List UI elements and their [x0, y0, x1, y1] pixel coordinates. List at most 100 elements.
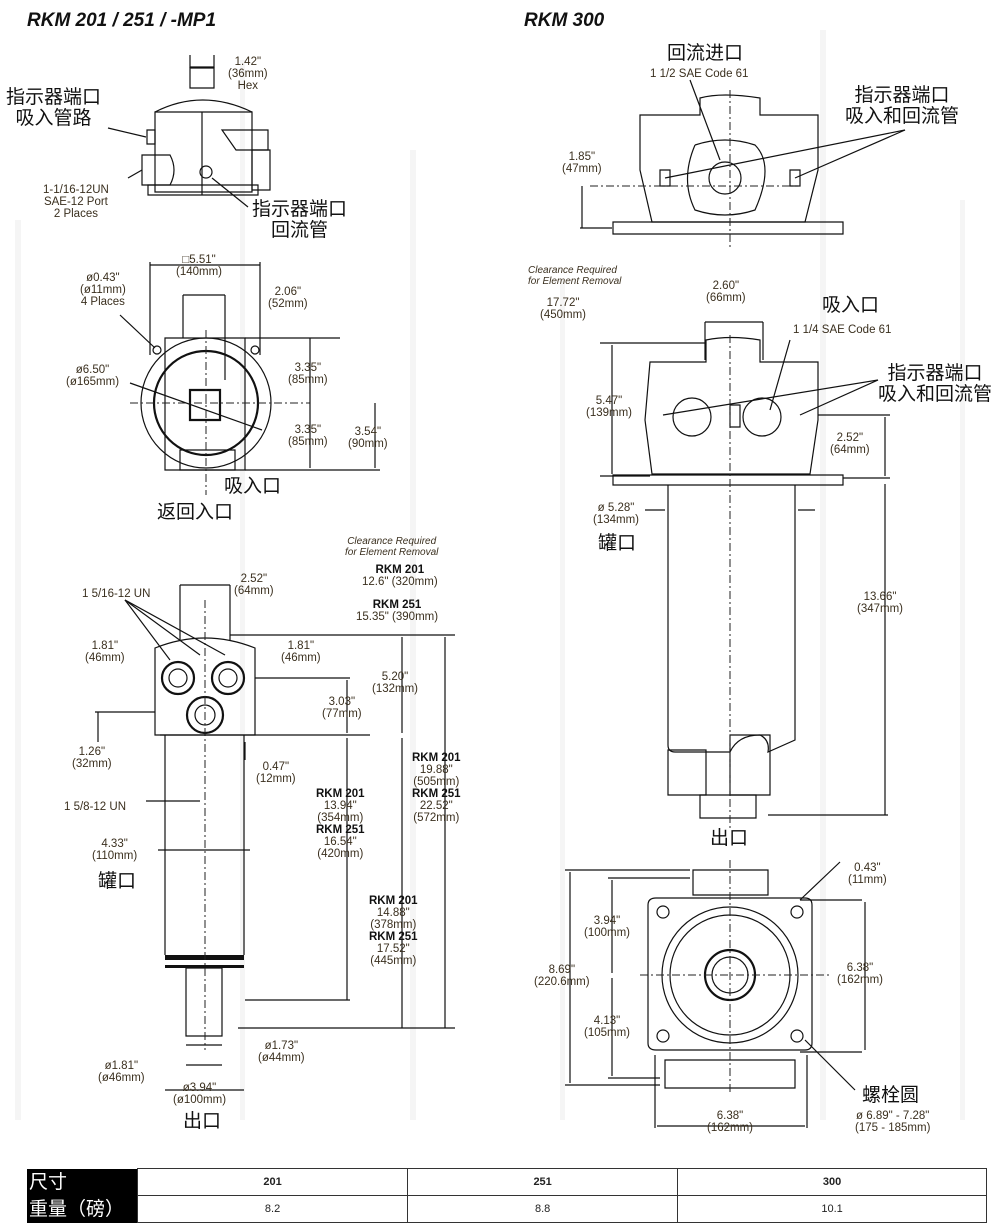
header-weight: 重量（磅）: [27, 1195, 138, 1223]
w260-inch: 2.60": [712, 280, 740, 292]
port-note: 1-1/16-12UN SAE-12 Port 2 Places: [43, 184, 109, 220]
outlet-label-right: 出口: [710, 828, 749, 849]
hex-dimension: 1.42" (36mm) Hex: [228, 56, 268, 92]
indicator-label-side: 指示器端口 吸入和回流管: [878, 363, 993, 406]
h869-inch: 8.69": [548, 964, 576, 976]
len-mm: (378mm): [370, 919, 417, 932]
len-mm: (572mm): [413, 812, 460, 825]
tube-diameter: ø3.94" (ø100mm): [173, 1082, 226, 1106]
clearance-dimension-right: 17.72" (450mm): [540, 297, 586, 321]
h413-inch: 4.13": [593, 1015, 621, 1027]
size-cell: 300: [677, 1168, 987, 1196]
h638-mm: (162mm): [837, 974, 884, 987]
return-inlet-label-right: 回流进口: [667, 43, 744, 64]
h394-mm: (100mm): [584, 927, 631, 940]
clearance-value: 15.35" (390mm): [356, 611, 439, 624]
model-label: RKM 201: [316, 788, 365, 800]
head-height-dimension: 5.20" (132mm): [372, 671, 418, 695]
outlet-label-left: 出口: [183, 1111, 222, 1132]
right-dimension: 3.54" (90mm): [348, 426, 388, 450]
return-inlet-label: 返回入口: [157, 502, 234, 523]
d528-mm: (134mm): [593, 514, 640, 527]
h520-inch: 5.20": [381, 671, 409, 683]
upper-inch: 3.35": [294, 362, 322, 374]
square-inch: □5.51": [182, 254, 216, 266]
port-spacing-dimension: 2.60" (66mm): [706, 280, 746, 304]
h303-mm: (77mm): [322, 708, 362, 721]
hole-mm: (11mm): [848, 874, 887, 887]
spacing-dimension: 2.52" (64mm): [234, 573, 274, 597]
clearance-mm: (450mm): [540, 309, 587, 322]
table-row-weight: 重量（磅） 8.2 8.8 10.1: [27, 1195, 987, 1223]
h185-mm: (47mm): [562, 163, 602, 176]
offset-mm: (46mm): [281, 652, 321, 665]
clearance-note-line2: for Element Removal: [345, 546, 439, 558]
w260-mm: (66mm): [706, 292, 746, 305]
h303-inch: 3.03": [328, 696, 356, 708]
len-inch: 19.88": [419, 764, 453, 777]
h126-mm: (32mm): [72, 758, 112, 771]
d394-inch: ø3.94": [182, 1082, 217, 1094]
tank-port-label: 罐口: [98, 871, 137, 892]
d181-mm: (ø46mm): [98, 1072, 145, 1085]
port-height-dimension-right: 1.85" (47mm): [562, 151, 602, 175]
left-plan-view-drawing: [120, 262, 380, 495]
square-mm: (140mm): [176, 266, 223, 279]
w638-inch: 6.38": [716, 1110, 744, 1122]
model-label: RKM 201: [412, 752, 461, 764]
return-line-text: 回流管: [271, 219, 329, 241]
body-diameter-dimension: ø6.50" (ø165mm): [66, 364, 119, 388]
h547-inch: 5.47": [595, 395, 623, 407]
lower-plan-dimension: 4.13" (105mm): [584, 1015, 630, 1039]
clearance-201: RKM 201 12.6" (320mm): [362, 564, 438, 588]
flange-height-plan: 6.38" (162mm): [837, 962, 883, 986]
upper-plan-dimension: 3.94" (100mm): [584, 915, 630, 939]
indicator-port-text: 指示器端口: [6, 87, 102, 108]
h252-inch: 2.52": [836, 432, 864, 444]
indicator-suction-label: 指示器端口 吸入管路: [6, 87, 102, 130]
model-label: RKM 251: [369, 931, 418, 944]
left-top-view-drawing: [108, 55, 270, 207]
head-height-dimension-right: 5.47" (139mm): [586, 395, 632, 419]
suction-return-text: 吸入和回流管: [878, 383, 993, 405]
outlet-inner-diameter: ø1.73" (ø44mm): [258, 1040, 305, 1064]
weight-table: 尺寸 201 251 300 重量（磅） 8.2 8.8 10.1: [27, 1168, 987, 1223]
model-label: RKM 201: [375, 564, 425, 576]
h413-mm: (105mm): [584, 1027, 631, 1040]
upper-mm: (85mm): [288, 374, 328, 387]
left-port-offset: 1.81" (46mm): [85, 640, 125, 664]
clearance-note: Clearance Required for Element Removal: [345, 536, 439, 558]
hex-inch: 1.42": [234, 56, 262, 68]
offset-inch: 1.81": [91, 640, 119, 652]
tank-diameter-dimension: ø 5.28" (134mm): [593, 502, 639, 526]
lower-mm: (85mm): [288, 436, 328, 449]
len-mm: (420mm): [317, 848, 364, 861]
hole-count: 4 Places: [80, 296, 125, 309]
h869-mm: (220.6mm): [534, 976, 590, 989]
clearance-note-line1: Clearance Required: [347, 536, 437, 547]
tank-width-mm: (110mm): [92, 850, 138, 863]
w638-mm: (162mm): [707, 1122, 754, 1135]
len-inch: 17.52": [376, 943, 410, 956]
h394-inch: 3.94": [593, 915, 621, 927]
suction-inlet-label: 吸入口: [224, 476, 282, 497]
port-type: SAE-12 Port: [43, 196, 108, 209]
port-height-dimension: 3.03" (77mm): [322, 696, 362, 720]
bolt-circle-label: 螺栓圆: [862, 1085, 920, 1106]
len-mm: (354mm): [317, 812, 364, 825]
outlet-outer-diameter: ø1.81" (ø46mm): [98, 1060, 145, 1084]
offset-mm: (52mm): [268, 298, 308, 311]
indicator-label-top: 指示器端口 吸入和回流管: [845, 85, 959, 128]
title-right: RKM 300: [524, 10, 605, 31]
model-label: RKM 251: [316, 824, 365, 837]
hole-inch: 0.43": [854, 862, 881, 874]
length-a-dimension: RKM 201 13.94" (354mm) RKM 251 16.54" (4…: [316, 788, 365, 860]
right-port-offset: 1.81" (46mm): [281, 640, 321, 664]
indicator-return-label: 指示器端口 回流管: [252, 199, 347, 242]
size-cell: 201: [136, 1168, 409, 1196]
d173-inch: ø1.73": [264, 1040, 299, 1052]
offset-inch: 2.06": [274, 286, 302, 298]
len-inch: 22.52": [419, 800, 453, 813]
h1366-inch: 13.66": [863, 591, 897, 603]
clearance-value: 12.6" (320mm): [362, 576, 438, 589]
